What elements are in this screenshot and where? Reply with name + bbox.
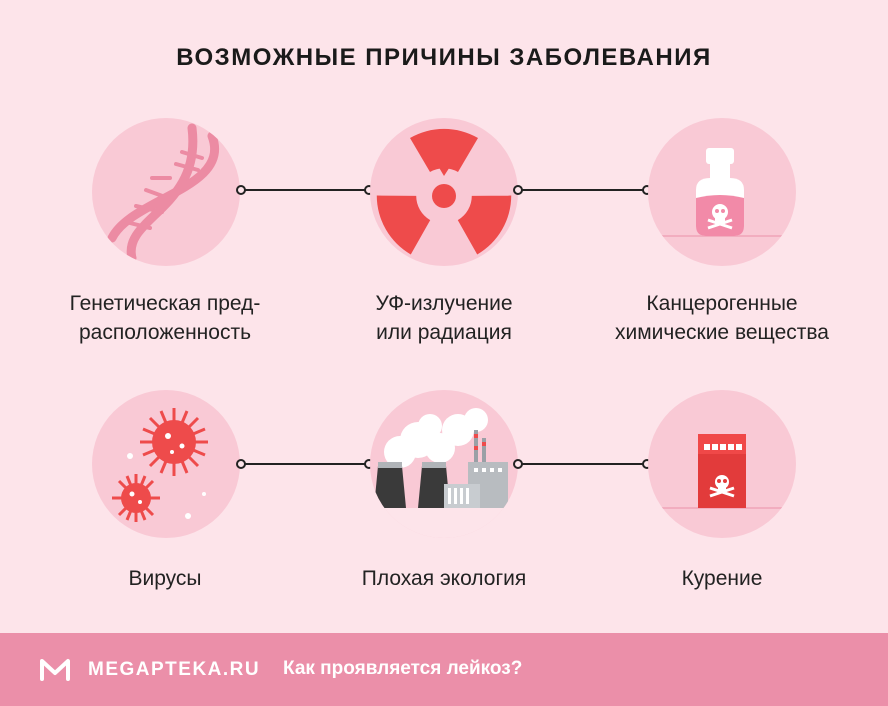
brand-name[interactable]: MEGAPTEKA.RU [88,659,261,680]
ecology-circle [370,390,518,538]
cigarette-pack-icon [658,434,796,509]
article-link[interactable]: Как проявляется лейкоз? [283,658,523,679]
connector-3 [245,463,365,465]
megapteka-logo-icon [40,659,70,681]
radiation-circle [370,118,518,266]
radiation-icon [376,128,512,255]
connector-2 [522,189,646,191]
smoking-circle [648,390,796,538]
cause-label-genetic: Генетическая пред-расположенность [69,292,261,344]
connector-1 [245,189,365,191]
chemicals-circle [648,118,796,266]
connector-dot [236,459,246,469]
connector-dot [513,459,523,469]
cause-label-smoking: Курение [681,567,763,590]
viruses-circle [92,390,240,538]
dna-icon [107,123,219,263]
connector-dot [236,185,246,195]
factory-icon [370,408,518,538]
cause-label-viruses: Вирусы [128,567,202,590]
connector-4 [522,463,646,465]
cause-label-ecology: Плохая экология [361,567,527,590]
connector-dot [513,185,523,195]
dna-circle [92,118,240,266]
virus-icon [112,408,208,522]
page-title: ВОЗМОЖНЫЕ ПРИЧИНЫ ЗАБОЛЕВАНИЯ [176,44,712,71]
poison-bottle-icon [658,148,796,237]
footer-bar: MEGAPTEKA.RU Как проявляется лейкоз? [0,633,888,706]
